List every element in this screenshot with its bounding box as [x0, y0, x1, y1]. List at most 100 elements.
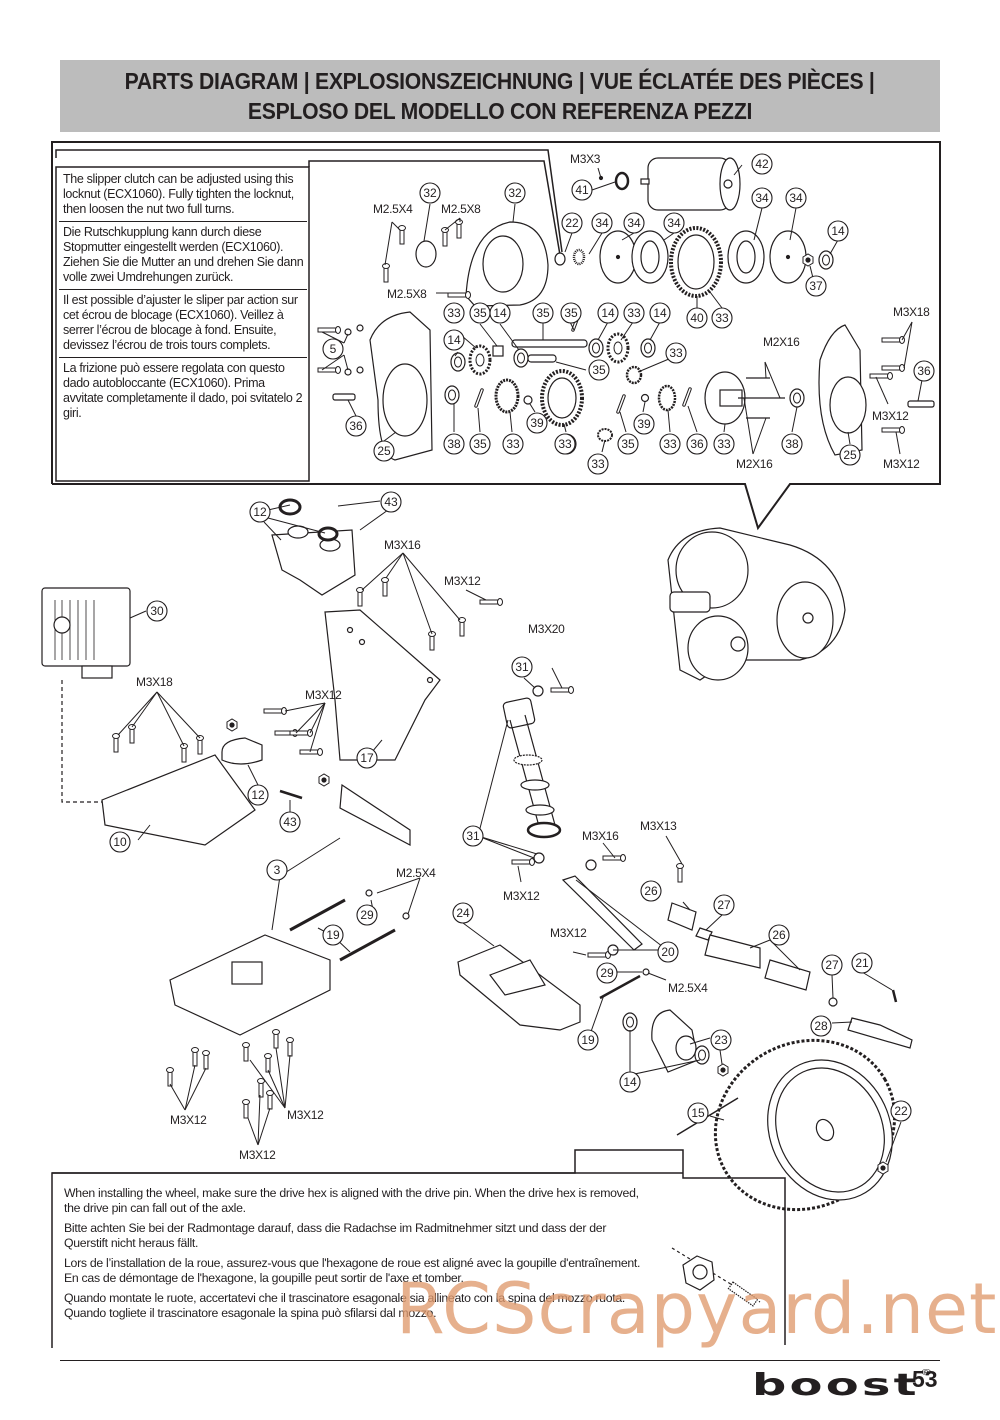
gearbox-part-32: 32 [419, 182, 441, 204]
part-number-circle [356, 904, 378, 926]
part-number-circle [146, 600, 168, 622]
chassis-part-43: 43 [380, 491, 402, 513]
part-number-circle [588, 359, 610, 381]
gearbox-part-35: 35 [588, 359, 610, 381]
axle-drawing [847, 1017, 913, 1049]
part-number-text: 23 [714, 1033, 728, 1047]
chassis-part-19: 19 [322, 924, 344, 946]
label-m2x16-top: M2X16 [763, 335, 800, 349]
gearbox-part-34: 34 [751, 187, 773, 209]
shock-drawing [502, 697, 536, 729]
gearbox-part-36: 36 [686, 433, 708, 455]
part-number-circle [560, 302, 582, 324]
gearbox-part-35: 35 [469, 302, 491, 324]
part-number-text: 29 [600, 966, 614, 980]
chassis-part-30: 30 [146, 600, 168, 622]
part-number-circle [686, 307, 708, 329]
part-number-circle [443, 302, 465, 324]
label-m2x16-bottom: M2X16 [736, 457, 773, 471]
gearbox-part-39: 39 [526, 412, 548, 434]
gearbox-part-35: 35 [469, 433, 491, 455]
slipper-note-fr: Il est possible d’ajuster le sliper par … [59, 290, 307, 358]
part-number-circle [577, 1029, 599, 1051]
gearbox-part-14: 14 [827, 220, 849, 242]
part-number-circle [805, 275, 827, 297]
part-number-circle [663, 212, 685, 234]
part-number-text: 33 [627, 306, 641, 320]
label-m3x13: M3X13 [640, 819, 677, 833]
wheel-install-note: When installing the wheel, make sure the… [64, 1186, 644, 1326]
part-number-circle [489, 302, 511, 324]
part-number-text: 39 [530, 416, 544, 430]
part-number-circle [623, 302, 645, 324]
part-number-text: 37 [809, 279, 823, 293]
part-number-circle [279, 811, 301, 833]
part-number-text: 22 [894, 1104, 908, 1118]
part-number-text: 19 [581, 1033, 595, 1047]
part-number-circle [373, 440, 395, 462]
part-number-circle [452, 902, 474, 924]
chassis-part-26: 26 [768, 924, 790, 946]
part-number-circle [596, 962, 618, 984]
gearbox-part-36: 36 [913, 360, 935, 382]
part-number-text: 36 [690, 437, 704, 451]
part-number-circle [657, 941, 679, 963]
drive-hex-detail-drawing [671, 1247, 761, 1307]
part-number-circle [109, 831, 131, 853]
fastener-labels: M3X3 M2.5X4 M2.5X8 M2.5X8 M3X18 M2X16 M2… [136, 152, 930, 1162]
part-number-text: 26 [772, 928, 786, 942]
part-number-circle [462, 825, 484, 847]
part-number-text: 32 [508, 186, 522, 200]
part-number-circle [561, 212, 583, 234]
slipper-pad-drawing [599, 230, 637, 284]
part-number-text: 12 [253, 505, 267, 519]
gearbox-part-33: 33 [711, 307, 733, 329]
gearbox-part-25: 25 [373, 440, 395, 462]
label-m3x12-plate-bottom: M3X12 [239, 1148, 276, 1162]
part-number-text: 14 [623, 1075, 637, 1089]
part-number-circle [597, 302, 619, 324]
gearbox-part-5: 5 [322, 338, 344, 360]
part-number-text: 15 [691, 1106, 705, 1120]
part-number-circle [751, 187, 773, 209]
part-number-text: 31 [466, 829, 480, 843]
label-m2-5x4: M2.5X4 [373, 202, 413, 216]
chassis-part-12: 12 [249, 501, 271, 523]
gearbox-part-34: 34 [663, 212, 685, 234]
part-number-circle [623, 212, 645, 234]
part-number-circle [619, 1071, 641, 1093]
gearbox-callout-frame [51, 141, 941, 531]
part-number-circle [785, 187, 807, 209]
chassis-part-24: 24 [452, 902, 474, 924]
part-number-text: 14 [447, 333, 461, 347]
part-number-text: 40 [690, 311, 704, 325]
part-number-circle [686, 433, 708, 455]
part-number-circle [633, 413, 655, 435]
part-number-circle [821, 954, 843, 976]
part-number-text: 35 [621, 437, 635, 451]
camber-link-drawing [561, 875, 643, 951]
part-number-circle [810, 1015, 832, 1037]
part-number-text: 35 [564, 306, 578, 320]
gearbox-part-14: 14 [649, 302, 671, 324]
part-number-text: 41 [575, 183, 589, 197]
wheel-note-it: Quando montate le ruote, accertatevi che… [64, 1291, 626, 1320]
slipper-note-it: La frizione può essere regolata con ques… [63, 361, 303, 420]
part-number-text: 14 [831, 224, 845, 238]
part-number-circle [322, 924, 344, 946]
gearbox-part-32: 32 [504, 182, 526, 204]
part-number-text: 25 [843, 448, 857, 462]
part-number-text: 10 [113, 835, 127, 849]
gearbox-part-41: 41 [571, 179, 593, 201]
part-number-text: 14 [493, 306, 507, 320]
part-number-circle [504, 182, 526, 204]
gearbox-part-14: 14 [443, 329, 465, 351]
part-number-text: 21 [855, 956, 869, 970]
wheel-note-frame [51, 1097, 786, 1348]
part-number-text: 33 [715, 311, 729, 325]
chassis-part-3: 3 [266, 859, 288, 881]
part-number-text: 35 [473, 306, 487, 320]
part-number-circle [713, 894, 735, 916]
part-number-circle [659, 433, 681, 455]
part-number-text: 17 [360, 751, 374, 765]
